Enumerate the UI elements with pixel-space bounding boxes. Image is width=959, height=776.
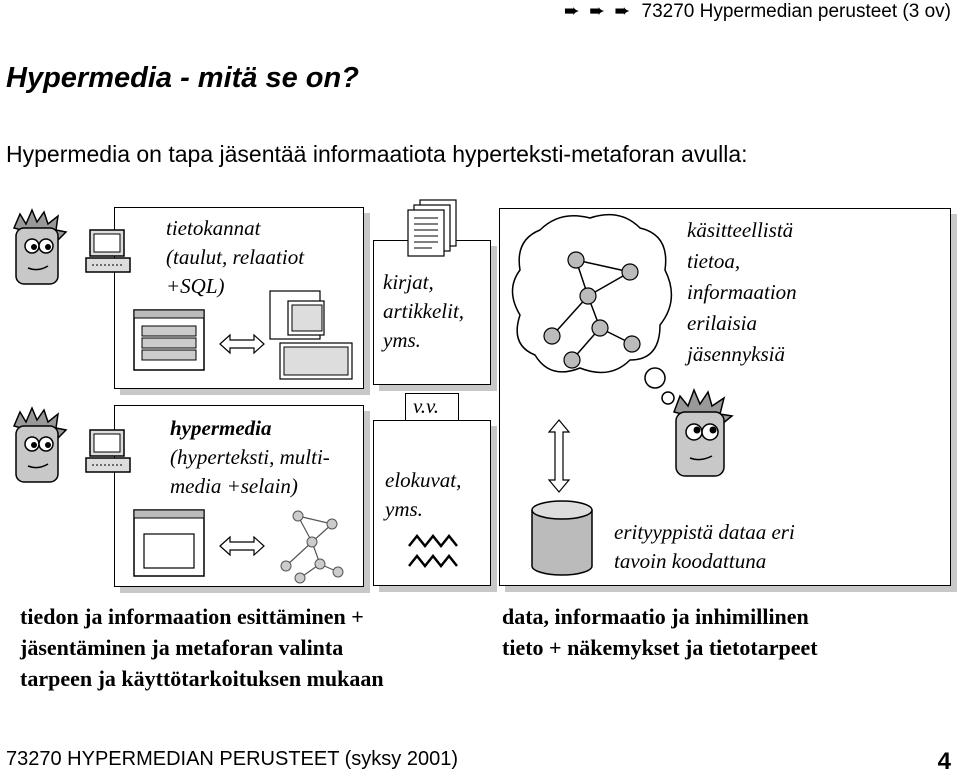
browser-window-icon xyxy=(134,510,204,576)
page-number: 4 xyxy=(938,748,951,776)
left-caption-line2: jäsentäminen ja metaforan valinta xyxy=(20,632,384,663)
movies-line2: yms. xyxy=(385,495,461,524)
left-caption: tiedon ja informaation esittäminen + jäs… xyxy=(20,601,384,694)
person-icon xyxy=(6,408,68,490)
thinking-person-icon xyxy=(664,390,734,486)
concept-graph-icon xyxy=(540,240,650,370)
course-header: ➨ ➨ ➨ 73270 Hypermedian perusteet (3 ov) xyxy=(564,0,951,23)
computer-icon xyxy=(84,428,132,476)
computer-icon xyxy=(84,228,132,276)
knowledge-text: käsitteellistä tietoa, informaation eril… xyxy=(687,215,797,370)
right-caption-line2: tieto + näkemykset ja tietotarpeet xyxy=(502,632,818,663)
intro-text: Hypermedia on tapa jäsentää informaatiot… xyxy=(6,141,748,168)
right-caption: data, informaatio ja inhimillinen tieto … xyxy=(502,601,818,663)
knowledge-line3: informaation xyxy=(687,277,797,308)
books-line3: yms. xyxy=(383,326,464,355)
databases-line1: tietokannat xyxy=(166,214,304,243)
stacked-windows-icon xyxy=(270,291,352,381)
data-store-text: erityyppistä dataa eri tavoin koodattuna xyxy=(614,518,795,576)
double-arrow-icon xyxy=(220,535,264,557)
hypermedia-text: hypermedia (hyperteksti, multi- media +s… xyxy=(170,414,330,501)
right-caption-line1: data, informaatio ja inhimillinen xyxy=(502,601,818,632)
documents-icon xyxy=(406,200,460,260)
left-caption-line1: tiedon ja informaation esittäminen + xyxy=(20,601,384,632)
footer-course: 73270 HYPERMEDIAN PERUSTEET (syksy 2001) xyxy=(6,748,458,771)
books-line2: artikkelit, xyxy=(383,297,464,326)
databases-text: tietokannat (taulut, relaatiot +SQL) xyxy=(166,214,304,301)
books-text: kirjat, artikkelit, yms. xyxy=(383,268,464,355)
hypertext-graph-icon xyxy=(276,506,346,584)
course-header-text: 73270 Hypermedian perusteet (3 ov) xyxy=(642,1,951,22)
waveform-icon xyxy=(405,530,463,574)
knowledge-line5: jäsennyksiä xyxy=(687,339,797,370)
vertical-double-arrow-icon xyxy=(547,420,571,492)
data-store-line2: tavoin koodattuna xyxy=(614,547,795,576)
databases-line2: (taulut, relaatiot xyxy=(166,243,304,272)
movies-line1: elokuvat, xyxy=(385,466,461,495)
vv-label: v.v. xyxy=(413,392,439,421)
knowledge-line2: tietoa, xyxy=(687,246,797,277)
hypermedia-heading: hypermedia xyxy=(170,414,330,443)
knowledge-line1: käsitteellistä xyxy=(687,215,797,246)
person-icon xyxy=(6,210,68,292)
database-icon xyxy=(530,500,594,576)
hypermedia-line3: media +selain) xyxy=(170,472,330,501)
double-arrow-icon xyxy=(220,333,264,355)
page-title: Hypermedia - mitä se on? xyxy=(6,62,359,95)
books-line1: kirjat, xyxy=(383,268,464,297)
data-store-line1: erityyppistä dataa eri xyxy=(614,518,795,547)
hypermedia-line2: (hyperteksti, multi- xyxy=(170,443,330,472)
movies-text: elokuvat, yms. xyxy=(385,466,461,524)
arrow-icons: ➨ ➨ ➨ xyxy=(564,1,632,22)
table-window-icon xyxy=(134,310,204,370)
left-caption-line3: tarpeen ja käyttötarkoituksen mukaan xyxy=(20,663,384,694)
knowledge-line4: erilaisia xyxy=(687,308,797,339)
